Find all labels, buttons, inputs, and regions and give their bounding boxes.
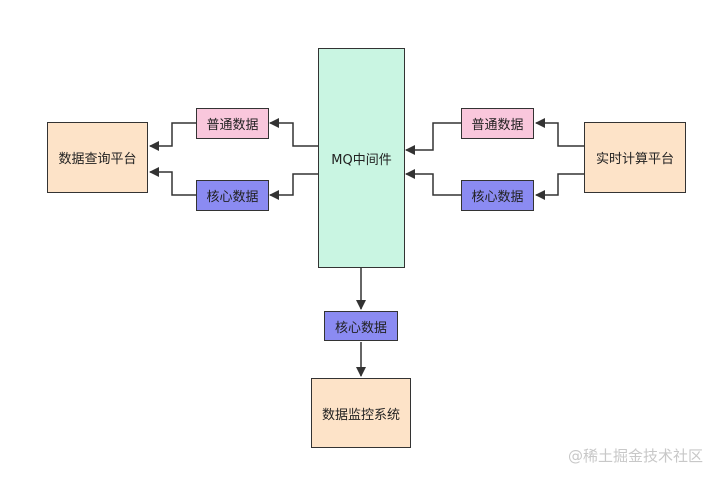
realtime-platform-node: 实时计算平台 [584,122,686,193]
edge-mq-to-left-normal [269,118,318,147]
mq-middleware-node: MQ中间件 [318,48,405,268]
edge-right-core-to-mq [405,169,461,196]
query-platform-node: 数据查询平台 [47,122,148,193]
edge-realtime-to-core [535,173,584,200]
right-normal-data-node: 普通数据 [461,108,534,139]
edge-left-normal-to-query [149,122,196,151]
edge-realtime-to-normal [535,118,584,147]
monitor-system-node: 数据监控系统 [311,378,411,448]
left-core-data-node: 核心数据 [196,180,269,211]
edge-left-core-to-query [149,167,196,196]
right-core-data-node: 核心数据 [461,180,534,211]
edge-mq-to-left-core [269,173,318,200]
edge-right-normal-to-mq [405,122,461,155]
left-normal-data-node: 普通数据 [196,108,269,139]
watermark: @稀土掘金技术社区 [567,447,703,465]
bottom-core-data-node: 核心数据 [324,311,398,341]
